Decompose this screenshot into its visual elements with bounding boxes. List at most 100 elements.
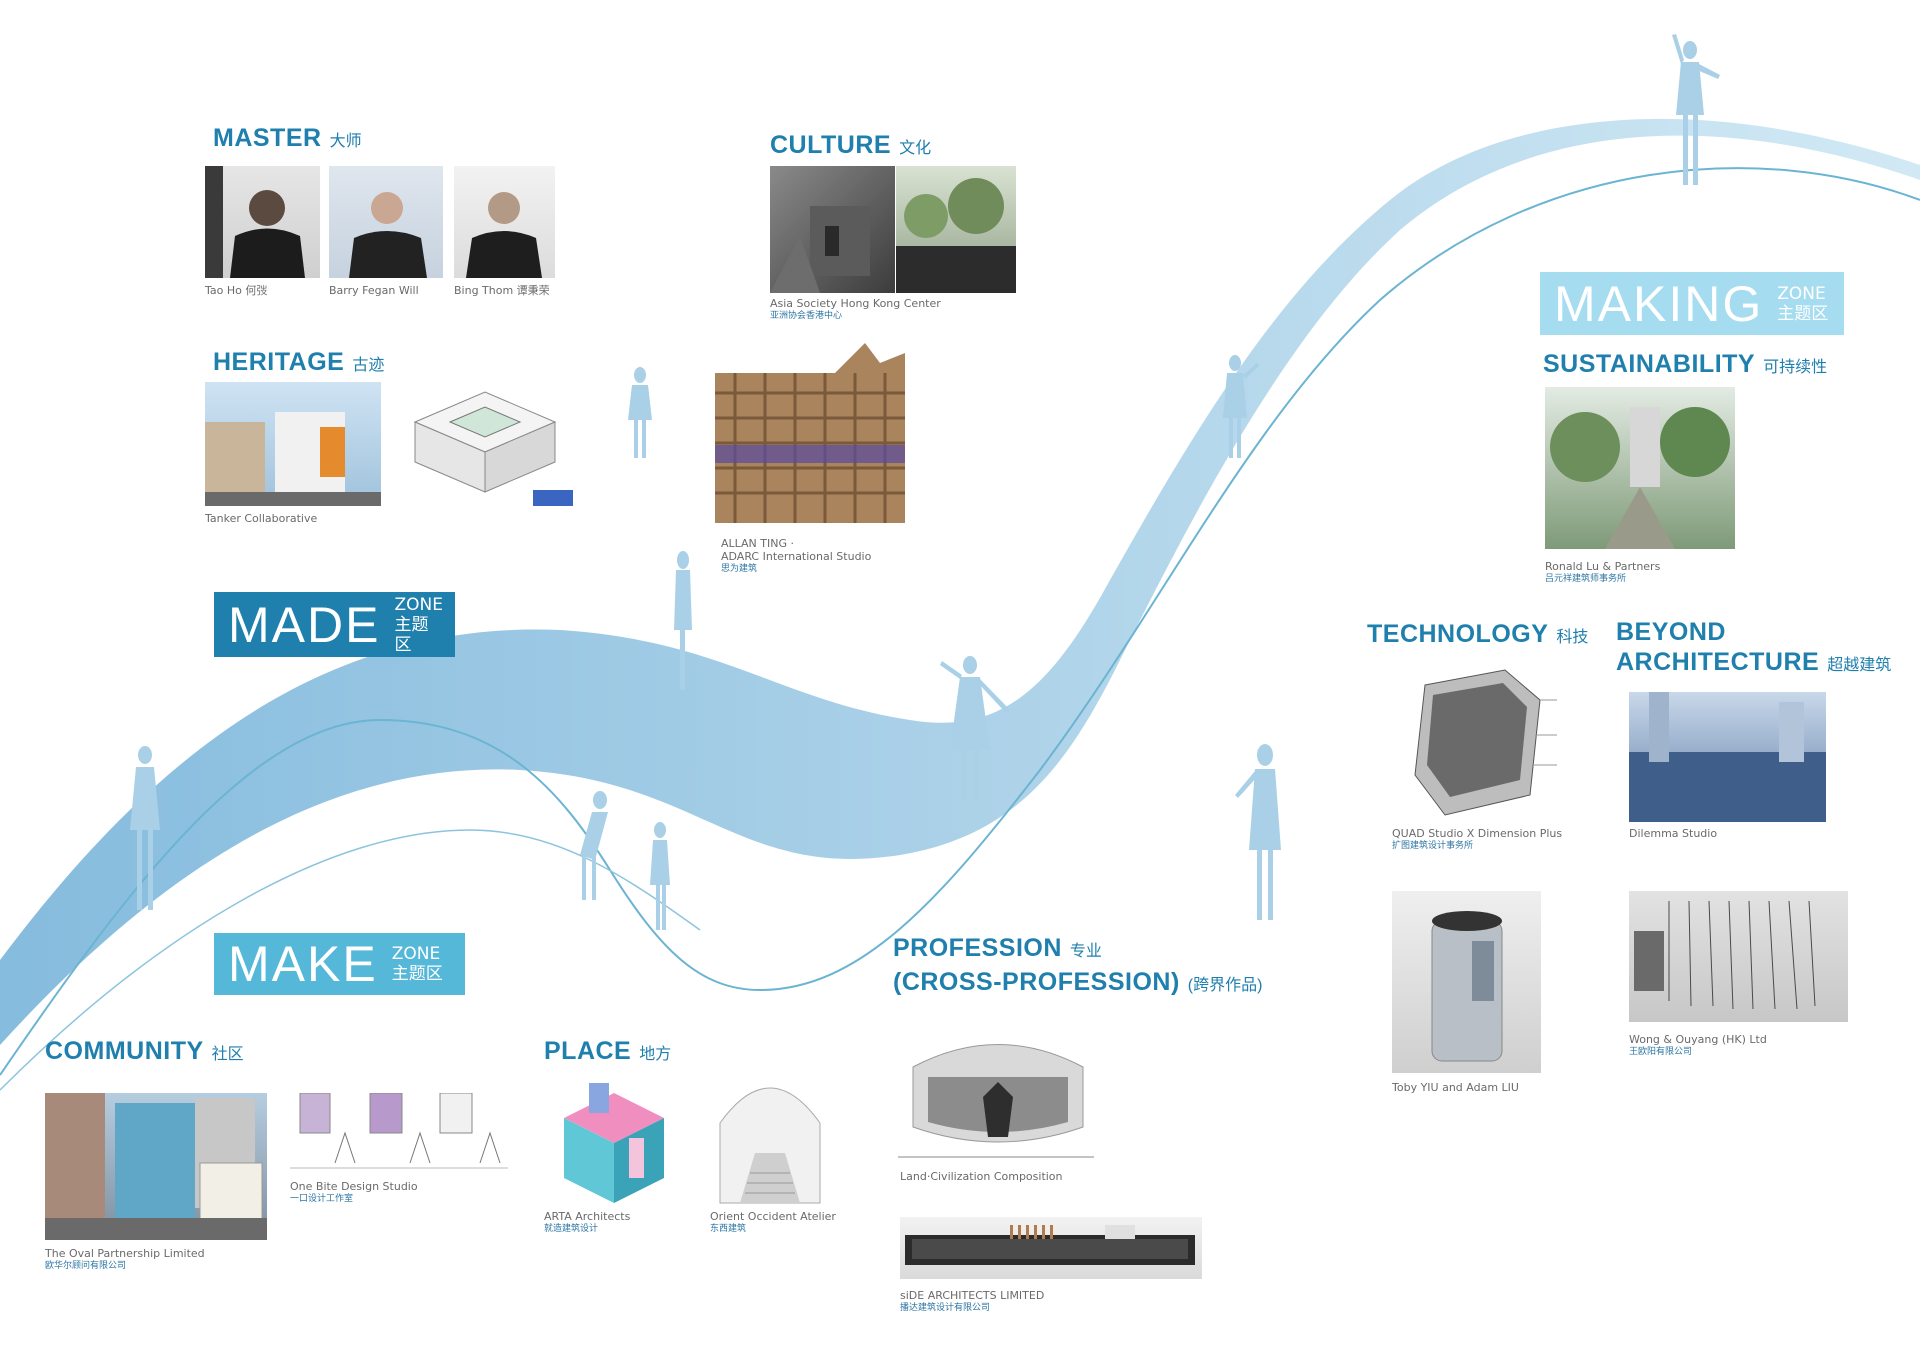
photo-community-street <box>45 1093 267 1240</box>
section-place-heading: PLACE 地方 <box>544 1037 671 1066</box>
technology-en: TECHNOLOGY <box>1367 620 1549 648</box>
zone-making-sub1: ZONE <box>1777 283 1826 304</box>
caption-bing-thom: Bing Thom 谭秉荣 <box>454 284 550 297</box>
caption-land-civilization: Land·Civilization Composition <box>900 1170 1063 1183</box>
community-en: COMMUNITY <box>45 1037 204 1065</box>
asia-en: Asia Society Hong Kong Center <box>770 297 941 310</box>
beyond-line1: BEYOND <box>1616 618 1726 646</box>
photo-heritage-buildings <box>205 382 381 506</box>
master-cn: 大师 <box>329 133 362 150</box>
profession-line2: (CROSS-PROFESSION) <box>893 968 1180 996</box>
quad-cn: 扩图建筑设计事务所 <box>1392 841 1474 851</box>
photo-bing-thom <box>454 166 555 278</box>
place-cn: 地方 <box>639 1046 672 1063</box>
allan-1: ALLAN TING · <box>721 537 794 550</box>
sustainability-cn: 可持续性 <box>1763 359 1828 376</box>
community-cn: 社区 <box>211 1046 244 1063</box>
zone-make-title: MAKE <box>228 936 378 992</box>
zone-made-title: MADE <box>228 596 381 653</box>
orient-en: Orient Occident Atelier <box>710 1210 836 1223</box>
diagram-orient-occident-dome <box>705 1063 835 1208</box>
heritage-en: HERITAGE <box>213 348 345 376</box>
section-sustainability-heading: SUSTAINABILITY 可持续性 <box>1543 350 1827 379</box>
zone-making-sub2: 主题区 <box>1777 303 1829 324</box>
zone-made-sub1: ZONE <box>394 594 443 615</box>
caption-tao-ho: Tao Ho 何弢 <box>205 284 268 297</box>
section-community-heading: COMMUNITY 社区 <box>45 1037 244 1066</box>
arta-cn: 就造建筑设计 <box>544 1224 599 1234</box>
diagram-arta-isometric <box>544 1078 684 1208</box>
ronald-cn: 吕元祥建筑师事务所 <box>1545 574 1627 584</box>
diagram-land-civilization <box>898 1027 1094 1170</box>
caption-toby-adam: Toby YIU and Adam LIU <box>1392 1081 1519 1094</box>
photo-side-architects-model <box>900 1217 1202 1279</box>
section-heritage-heading: HERITAGE 古迹 <box>213 348 384 377</box>
diagram-one-bite-sketches <box>290 1093 508 1173</box>
technology-cn: 科技 <box>1556 629 1589 646</box>
zone-make-sub1: ZONE <box>391 944 441 964</box>
side-cn: 播达建筑设计有限公司 <box>900 1303 991 1313</box>
diagram-technology-pod <box>1395 665 1557 823</box>
allan-cn: 思为建筑 <box>721 564 758 574</box>
ronald-en: Ronald Lu & Partners <box>1545 560 1661 573</box>
diagram-heritage-box <box>395 382 573 506</box>
photo-sustainability-garden <box>1545 387 1735 549</box>
orient-cn: 东西建筑 <box>710 1224 747 1234</box>
caption-tanker: Tanker Collaborative <box>205 512 318 525</box>
oval-en: The Oval Partnership Limited <box>45 1247 205 1260</box>
photo-asia-society-old <box>770 166 895 293</box>
master-en: MASTER <box>213 124 322 152</box>
wong-en: Wong & Ouyang (HK) Ltd <box>1629 1033 1767 1046</box>
beyond-line2: ARCHITECTURE <box>1616 648 1820 676</box>
photo-asia-society-new <box>896 166 1016 293</box>
section-technology-heading: TECHNOLOGY 科技 <box>1367 620 1588 649</box>
heritage-cn: 古迹 <box>352 357 385 374</box>
onebite-en: One Bite Design Studio <box>290 1180 418 1193</box>
place-en: PLACE <box>544 1037 632 1065</box>
ribbon-line-upper <box>0 167 1920 1076</box>
profession-cn2: (跨界作品) <box>1187 977 1263 994</box>
section-culture-heading: CULTURE 文化 <box>770 131 931 160</box>
photo-wong-ouyang <box>1629 891 1848 1022</box>
profession-line1: PROFESSION <box>893 934 1062 962</box>
section-profession-heading: PROFESSION 专业 (CROSS-PROFESSION) (跨界作品) <box>893 933 1262 1001</box>
culture-cn: 文化 <box>899 140 932 157</box>
oval-cn: 欧华尔顾问有限公司 <box>45 1261 127 1271</box>
photo-dilemma-studio <box>1629 692 1826 822</box>
profession-cn: 专业 <box>1069 943 1102 960</box>
allan-2: ADARC International Studio <box>721 550 872 563</box>
arta-en: ARTA Architects <box>544 1210 631 1223</box>
photo-barry-will <box>329 166 443 278</box>
photo-allan-ting-facade <box>705 333 923 533</box>
ribbon-line-lower <box>0 829 701 1091</box>
caption-barry-will: Barry Fegan Will <box>329 284 419 297</box>
section-master-heading: MASTER 大师 <box>213 124 362 153</box>
beyond-cn: 超越建筑 <box>1827 657 1892 674</box>
zone-make-sub2: 主题区 <box>391 964 443 984</box>
quad-en: QUAD Studio X Dimension Plus <box>1392 827 1563 840</box>
zone-made-sub2: 主题区 <box>394 614 429 655</box>
zone-making-title: MAKING <box>1554 275 1764 332</box>
side-en: siDE ARCHITECTS LIMITED <box>900 1289 1045 1302</box>
caption-dilemma-studio: Dilemma Studio <box>1629 827 1718 840</box>
onebite-cn: 一口设计工作室 <box>290 1194 354 1204</box>
photo-toby-adam-kiosk <box>1392 891 1541 1073</box>
asia-cn: 亚洲协会香港中心 <box>770 311 843 321</box>
sustainability-en: SUSTAINABILITY <box>1543 350 1756 378</box>
wong-cn: 王欧阳有限公司 <box>1629 1047 1693 1057</box>
person-silhouette-group <box>130 34 1720 930</box>
culture-en: CULTURE <box>770 131 892 159</box>
